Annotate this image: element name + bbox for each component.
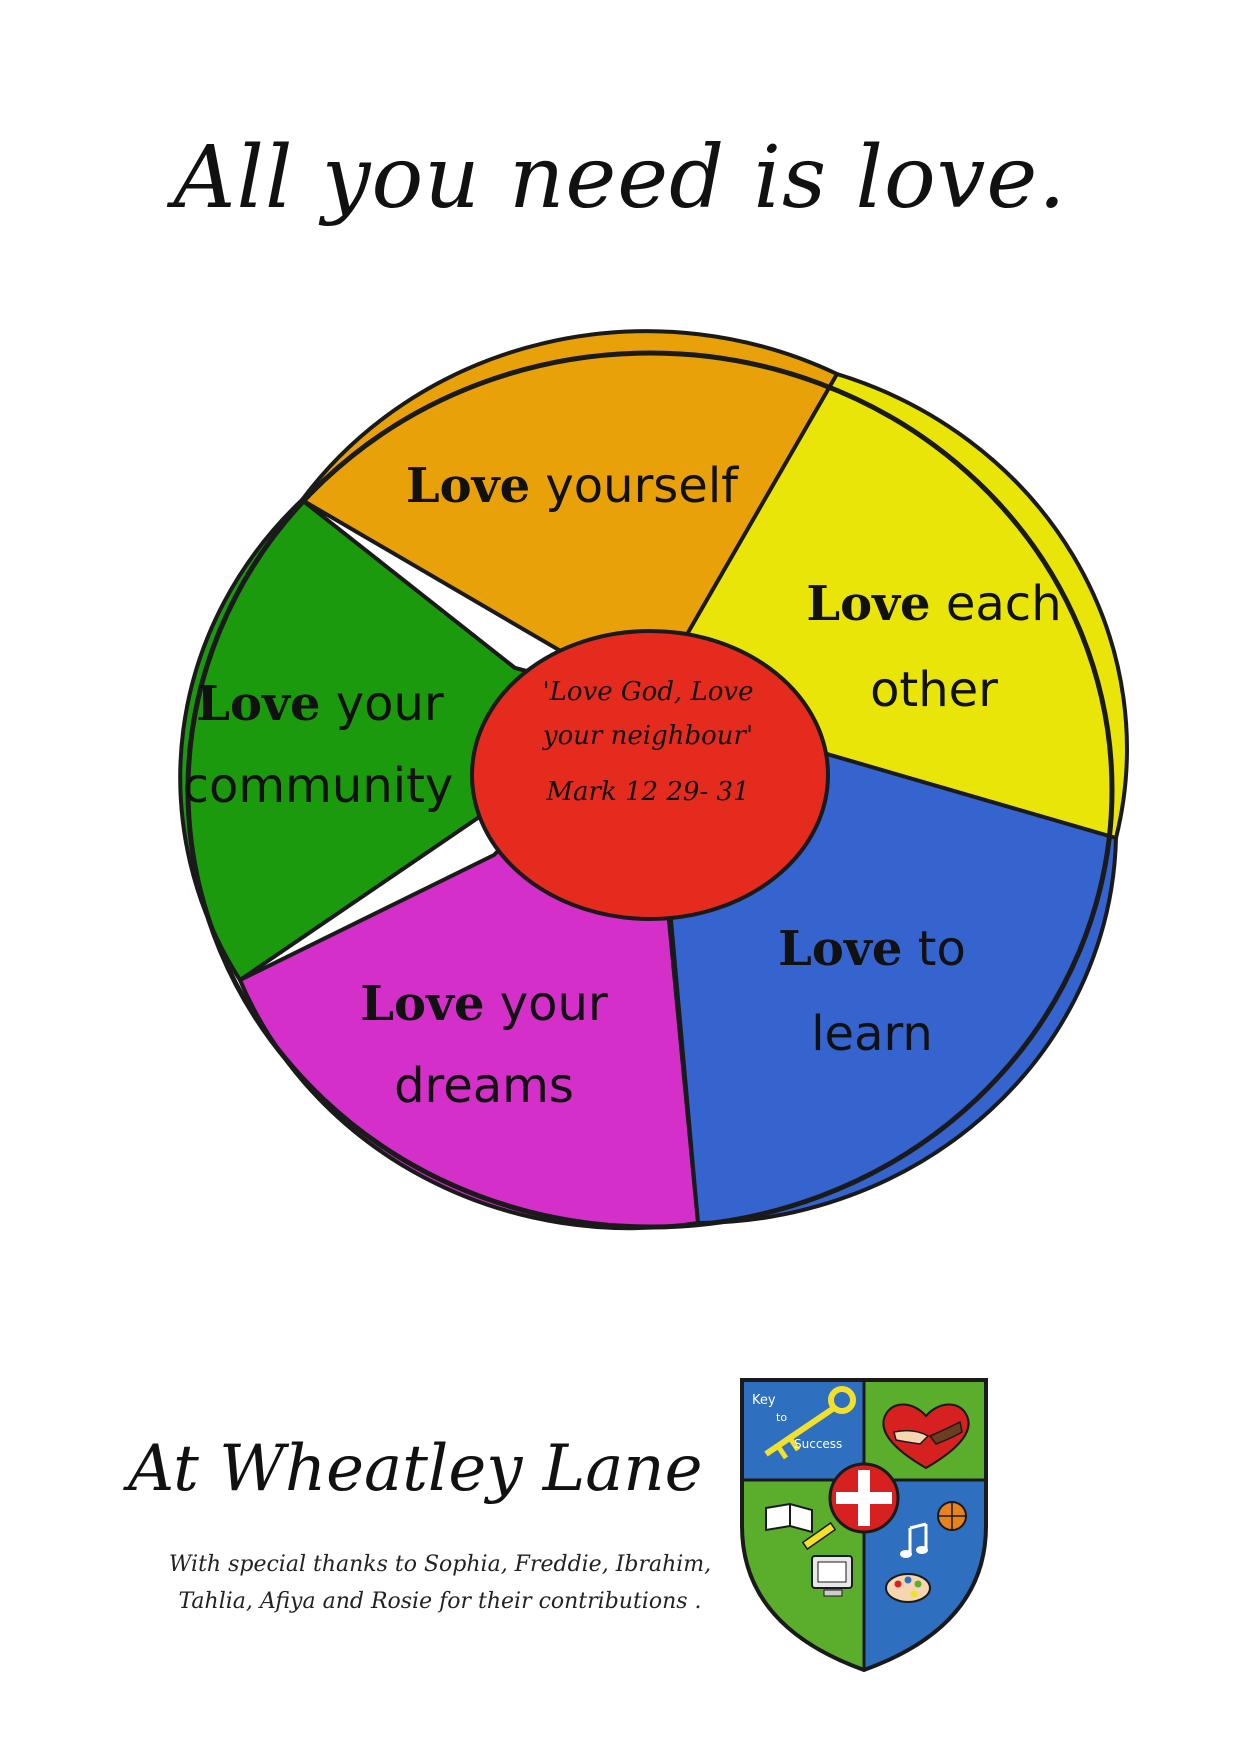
music-note-icon bbox=[900, 1522, 928, 1558]
paint-palette-icon bbox=[885, 1573, 931, 1603]
school-name: At Wheatley Lane bbox=[128, 1432, 703, 1506]
basketball-icon bbox=[937, 1501, 967, 1531]
pencil-icon bbox=[801, 1521, 837, 1551]
label-to-learn-line-2: learn bbox=[811, 1006, 933, 1062]
label-yourself: Love yourself bbox=[406, 458, 739, 514]
label-each-other: Love each bbox=[806, 576, 1061, 632]
label-each-other-line-2: other bbox=[870, 662, 998, 718]
wheel-outline bbox=[185, 350, 1115, 1230]
label-dreams-line-2: dreams bbox=[394, 1058, 574, 1114]
page-title: All you need is love. bbox=[173, 128, 1067, 228]
label-dreams: Love your bbox=[360, 976, 608, 1032]
crest-key-text: Key bbox=[752, 1393, 776, 1408]
thanks-note: With special thanks to Sophia, Freddie, … bbox=[160, 1546, 720, 1620]
centre-circle bbox=[470, 629, 830, 921]
thanks-line-2: Tahlia, Afiya and Rosie for their contri… bbox=[178, 1589, 702, 1614]
thanks-line-1: With special thanks to Sophia, Freddie, … bbox=[168, 1552, 712, 1577]
label-community-line-2: community bbox=[183, 758, 454, 814]
crest-success-text: Success bbox=[794, 1437, 842, 1451]
centre-quote-line-2: your neighbour' bbox=[542, 721, 753, 751]
cross-emblem-icon bbox=[828, 1462, 900, 1534]
centre-quote-line-1: 'Love God, Love bbox=[543, 677, 754, 707]
computer-icon bbox=[811, 1555, 853, 1597]
key-icon bbox=[764, 1386, 856, 1460]
label-community: Love your bbox=[196, 676, 444, 732]
book-icon bbox=[765, 1502, 813, 1534]
crest-to-text: to bbox=[776, 1411, 787, 1424]
centre-reference: Mark 12 29- 31 bbox=[545, 777, 749, 807]
heart-hands-icon bbox=[882, 1403, 970, 1470]
label-to-learn: Love to bbox=[778, 921, 966, 977]
school-crest-logo: Key to Success bbox=[740, 1378, 988, 1673]
